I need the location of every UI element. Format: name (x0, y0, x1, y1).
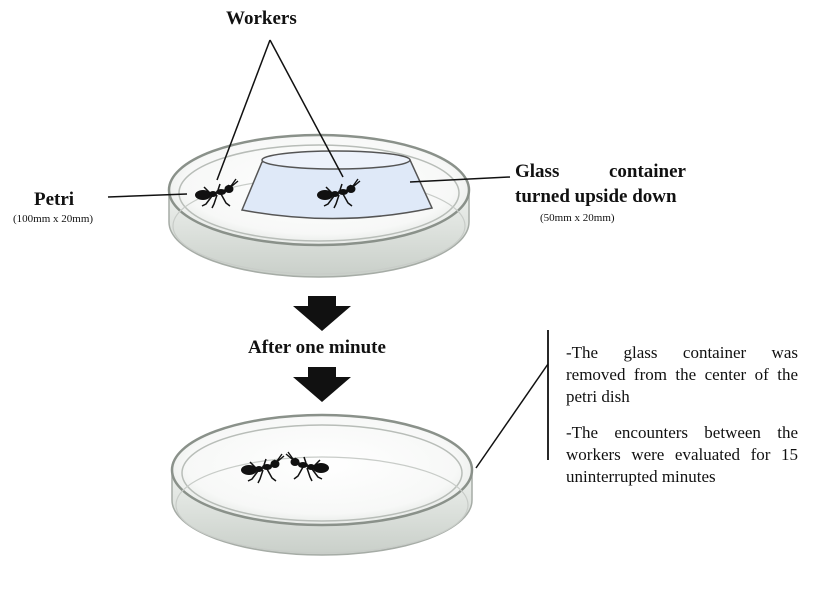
down-arrow-top (293, 296, 351, 331)
workers-pointer-right (269, 39, 344, 178)
petri-size-label: (100mm x 20mm) (13, 213, 94, 225)
down-arrow-bottom (293, 367, 351, 402)
workers-pointer-left (216, 39, 271, 181)
glass-label-line1: Glass container (515, 161, 686, 182)
glass-container (240, 150, 434, 220)
notes-pointer (475, 363, 549, 469)
note-encounters: -The encounters between the workers were… (566, 423, 798, 486)
petri-pointer (107, 193, 188, 198)
procedure-notes: -The glass container was removed from th… (566, 342, 798, 488)
after-one-minute-label: After one minute (248, 337, 386, 358)
glass-label-line2: turned upside down (515, 186, 677, 207)
workers-label: Workers (226, 8, 297, 29)
glass-pointer (409, 176, 511, 183)
note-removed: -The glass container was removed from th… (566, 343, 798, 406)
petri-dish-bottom (170, 413, 474, 556)
glass-size-label: (50mm x 20mm) (540, 212, 615, 224)
petri-label: Petri (34, 189, 75, 210)
